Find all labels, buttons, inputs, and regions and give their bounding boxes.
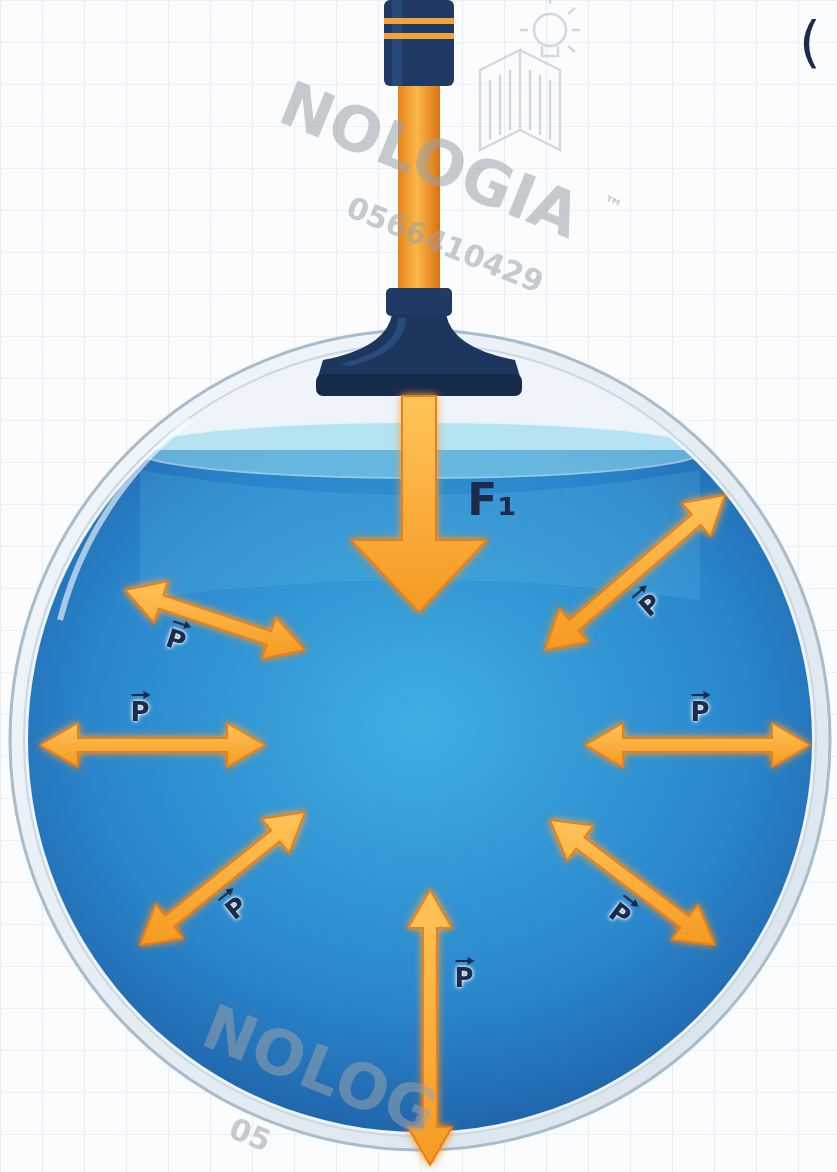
pressure-arrow — [585, 723, 810, 767]
watermark: ™ — [599, 192, 625, 218]
pressure-arrow — [140, 812, 305, 945]
arrow-layer — [40, 396, 810, 1165]
pressure-label: P — [130, 699, 149, 725]
pressure-label: P — [163, 625, 189, 656]
force-label: F₁ — [467, 478, 516, 522]
pressure-label: P — [690, 699, 709, 725]
pressure-label: P — [605, 898, 636, 930]
force-arrow — [351, 396, 487, 612]
pressure-label: P — [454, 965, 473, 991]
pressure-arrow — [40, 723, 265, 767]
pressure-arrow — [545, 495, 725, 650]
figure-part-mark: ( — [799, 14, 821, 70]
watermark: NOLOGIA — [272, 72, 589, 248]
pressure-label: P — [634, 589, 665, 621]
pressure-arrow — [125, 581, 305, 659]
pressure-label: P — [220, 892, 251, 924]
watermark: 05 — [225, 1113, 275, 1156]
pressure-arrow — [550, 820, 715, 945]
